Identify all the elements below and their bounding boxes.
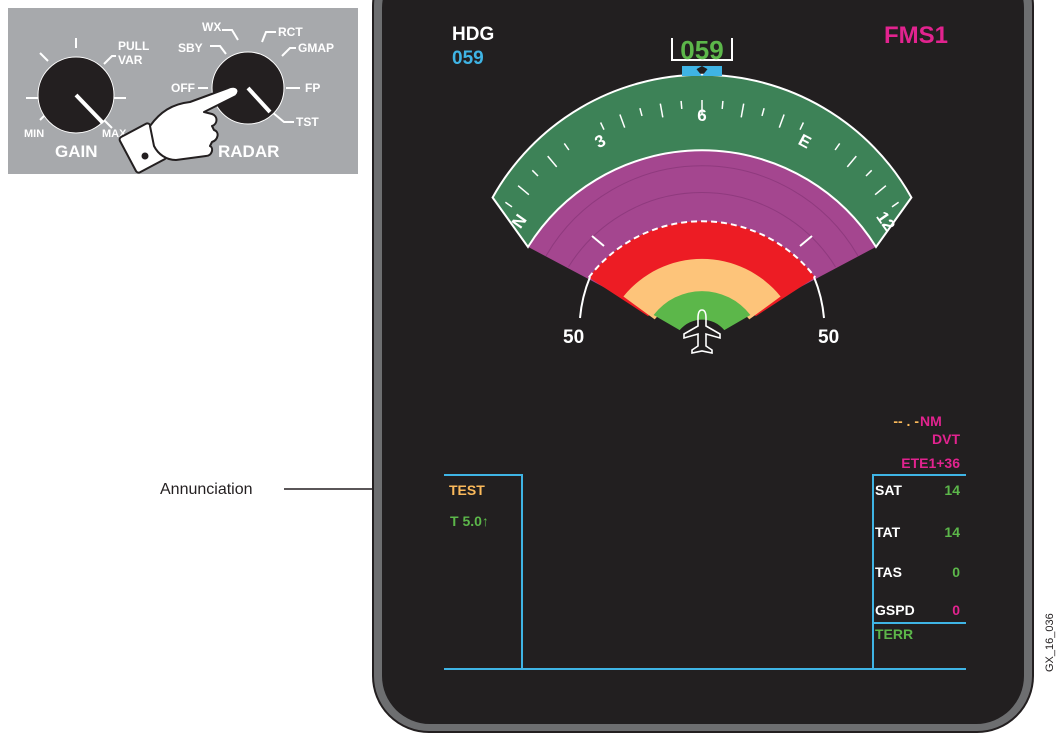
compass-tick bbox=[891, 201, 900, 208]
annunciation-callout: Annunciation bbox=[160, 481, 253, 498]
figure-id: GX_16_036 bbox=[1044, 613, 1056, 672]
fms-source: FMS1 bbox=[884, 22, 948, 49]
gain-pull-label: PULL bbox=[118, 39, 149, 53]
range-label-right: 50 bbox=[818, 327, 839, 348]
gain-knob-label: GAIN bbox=[55, 142, 98, 161]
heading-box-value: 059 bbox=[680, 35, 723, 65]
radar-rct-label: RCT bbox=[278, 25, 303, 39]
range-arc-right bbox=[813, 276, 825, 319]
compass-tick bbox=[799, 122, 805, 131]
compass-tick bbox=[531, 169, 539, 177]
compass-tick bbox=[834, 142, 841, 151]
compass-tick bbox=[778, 114, 785, 128]
sat-value: 14 bbox=[944, 482, 960, 498]
compass-tick bbox=[547, 155, 558, 168]
gain-min-label: MIN bbox=[24, 128, 44, 140]
compass-rose bbox=[491, 73, 913, 249]
weather-radar-display: HDG 059 FMS1 N 3 6 E 12 bbox=[372, 0, 1034, 733]
compass-tick bbox=[865, 169, 873, 177]
ete-value: ETE1+36 bbox=[901, 455, 960, 471]
range-ring-dashed bbox=[588, 220, 816, 279]
gspd-value: 0 bbox=[952, 602, 960, 618]
heading-value: 059 bbox=[452, 48, 484, 69]
heading-label: HDG bbox=[452, 24, 494, 45]
test-mode-annunciation: TEST bbox=[449, 482, 485, 498]
compass-tick bbox=[721, 100, 724, 109]
aircraft-symbol-icon bbox=[683, 309, 721, 354]
radar-gmap-label: GMAP bbox=[298, 41, 334, 55]
tas-value: 0 bbox=[952, 564, 960, 580]
annunciation-windows bbox=[444, 474, 966, 670]
sat-label: SAT bbox=[875, 482, 902, 498]
tilt-annunciation: T 5.0↑ bbox=[450, 513, 489, 529]
compass-tick bbox=[599, 122, 605, 131]
radar-control-panel: PULL VAR MIN MAX GAIN WX RCT SBY GMAP OF… bbox=[8, 8, 358, 174]
compass-tick bbox=[639, 108, 643, 117]
heading-box bbox=[671, 38, 733, 61]
distance-unit: NM bbox=[920, 413, 942, 429]
nav-info: -- . - NM DVT ETE1+36 bbox=[893, 413, 960, 471]
tat-label: TAT bbox=[875, 524, 901, 540]
compass-tick bbox=[659, 103, 664, 118]
range-label-left: 50 bbox=[563, 327, 584, 348]
radar-knob-label: RADAR bbox=[218, 142, 279, 161]
amber-return-sector bbox=[623, 258, 781, 320]
radar-off-label: OFF bbox=[171, 81, 195, 95]
distance-dash: -- . - bbox=[893, 413, 919, 429]
compass-tick bbox=[517, 185, 530, 196]
tas-label: TAS bbox=[875, 564, 902, 580]
compass-label-6: 6 bbox=[697, 106, 706, 125]
compass-tick bbox=[740, 103, 745, 118]
radar-tst-label: TST bbox=[296, 115, 319, 129]
radar-return-sectors bbox=[528, 150, 876, 331]
compass-tick bbox=[680, 100, 683, 109]
heading-bug-fill bbox=[682, 66, 722, 76]
gain-var-label: VAR bbox=[118, 53, 143, 67]
compass-tick bbox=[619, 114, 626, 128]
waypoint-id: DVT bbox=[932, 431, 960, 447]
range-arc-left bbox=[579, 276, 591, 319]
gain-knob[interactable] bbox=[26, 38, 126, 134]
radar-wx-label: WX bbox=[202, 20, 221, 34]
radar-sby-label: SBY bbox=[178, 41, 203, 55]
compass-tick bbox=[846, 155, 857, 168]
compass-tick bbox=[874, 185, 887, 196]
terr-annunciation: TERR bbox=[875, 626, 913, 642]
tat-value: 14 bbox=[944, 524, 960, 540]
compass-tick bbox=[761, 108, 765, 117]
radar-mode-knob[interactable] bbox=[198, 29, 300, 125]
pointing-hand-icon bbox=[118, 85, 240, 174]
gspd-label: GSPD bbox=[875, 602, 915, 618]
compass-tick bbox=[563, 142, 570, 151]
radar-fp-label: FP bbox=[305, 81, 320, 95]
compass-tick bbox=[504, 201, 513, 208]
